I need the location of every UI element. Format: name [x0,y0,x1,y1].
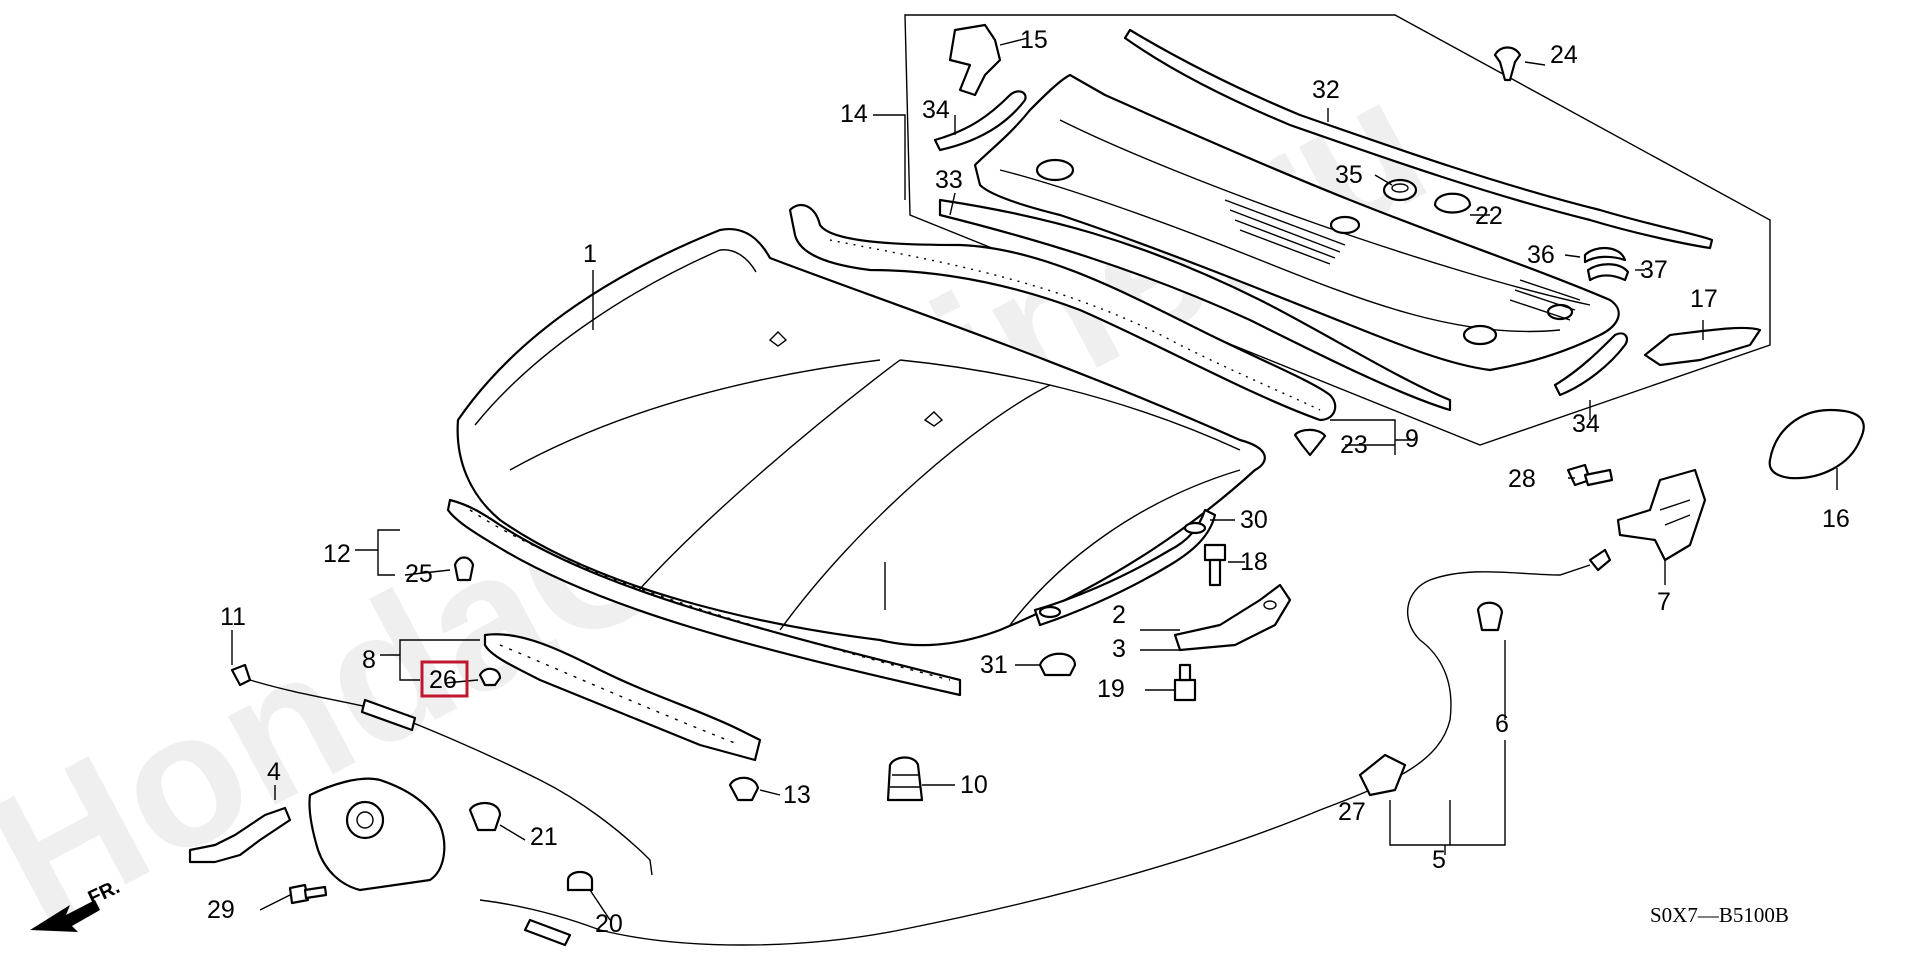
label-34-top[interactable]: 34 [922,96,950,124]
label-12[interactable]: 12 [323,540,351,568]
clip-21[interactable] [468,802,502,832]
hood-panel[interactable] [456,227,1266,647]
label-7[interactable]: 7 [1657,588,1671,616]
label-35[interactable]: 35 [1335,161,1363,189]
hood-seal-9[interactable] [788,203,1337,422]
label-21[interactable]: 21 [530,823,558,851]
cowl-top-assembly[interactable] [973,73,1620,372]
front-arrow-icon [30,900,100,932]
label-13[interactable]: 13 [783,781,811,809]
label-6[interactable]: 6 [1495,710,1509,738]
label-27[interactable]: 27 [1338,798,1366,826]
hood-latch-7[interactable] [1616,468,1707,562]
label-4[interactable]: 4 [267,758,281,786]
bracket-15[interactable] [948,23,1002,97]
clamp-27[interactable] [1358,753,1407,797]
label-32[interactable]: 32 [1312,76,1340,104]
label-28[interactable]: 28 [1508,465,1536,493]
label-11[interactable]: 11 [220,603,246,631]
label-8[interactable]: 8 [362,646,376,674]
label-15[interactable]: 15 [1020,26,1048,54]
cowl-group-frame [904,14,1771,446]
label-18[interactable]: 18 [1240,548,1268,576]
plug-22[interactable] [1433,192,1472,214]
label-29[interactable]: 29 [207,896,235,924]
label-26[interactable]: 26 [429,666,457,694]
leader-lines [231,37,1838,921]
label-2[interactable]: 2 [1112,601,1126,629]
bolt-18[interactable] [1203,543,1227,587]
label-10[interactable]: 10 [960,771,988,799]
label-9[interactable]: 9 [1405,425,1419,453]
clip-23[interactable] [1293,428,1327,457]
label-14[interactable]: 14 [840,100,868,128]
label-30[interactable]: 30 [1240,506,1268,534]
rubber-20[interactable] [566,870,594,892]
part-labels: 1 2 3 4 5 6 7 8 9 10 11 12 13 14 15 16 1… [207,26,1850,938]
stay-seal-12[interactable] [446,498,962,697]
clip-13[interactable] [728,776,760,802]
label-3[interactable]: 3 [1112,635,1126,663]
clamp-6[interactable] [1476,601,1504,632]
side-cover-17[interactable] [1643,326,1762,367]
label-5[interactable]: 5 [1432,846,1446,874]
label-17[interactable]: 17 [1690,285,1718,313]
hood-cable-5[interactable] [479,548,1612,947]
clip-25[interactable] [453,556,475,582]
label-25[interactable]: 25 [405,560,433,588]
label-20[interactable]: 20 [595,910,623,938]
bolt-28[interactable] [1566,463,1614,487]
release-cable-11[interactable] [230,663,653,876]
highlight-box-26 [420,660,469,698]
clip-36[interactable] [1583,247,1627,264]
hood-latch-4[interactable] [188,777,446,892]
label-36[interactable]: 36 [1527,241,1555,269]
label-22[interactable]: 22 [1475,202,1503,230]
diagram-code: S0X7—B5100B [1650,903,1789,927]
clip-37[interactable] [1586,263,1630,282]
label-34-bottom[interactable]: 34 [1572,410,1600,438]
clip-26[interactable] [478,667,502,687]
label-1[interactable]: 1 [583,240,597,268]
label-23[interactable]: 23 [1340,431,1368,459]
bolt-29[interactable] [288,883,328,905]
seal-30[interactable] [1033,508,1217,627]
seal-34-bottom[interactable] [1553,332,1629,397]
seal-34-top[interactable] [933,90,1027,152]
label-24[interactable]: 24 [1550,41,1578,69]
label-31[interactable]: 31 [980,651,1008,679]
rubber-10[interactable] [886,756,924,802]
label-19[interactable]: 19 [1097,675,1125,703]
label-16[interactable]: 16 [1822,505,1850,533]
cowl-weatherstrip-32[interactable] [1123,28,1714,250]
bolt-19[interactable] [1173,663,1197,702]
cover-16[interactable] [1768,408,1865,480]
hood-seal-33[interactable] [938,198,1452,412]
rubber-31[interactable] [1038,652,1077,677]
clip-24[interactable] [1493,46,1522,82]
hinge-2-3[interactable] [1173,583,1292,652]
label-37[interactable]: 37 [1640,256,1668,284]
label-33[interactable]: 33 [935,166,963,194]
lock-stay-8[interactable] [483,633,762,762]
